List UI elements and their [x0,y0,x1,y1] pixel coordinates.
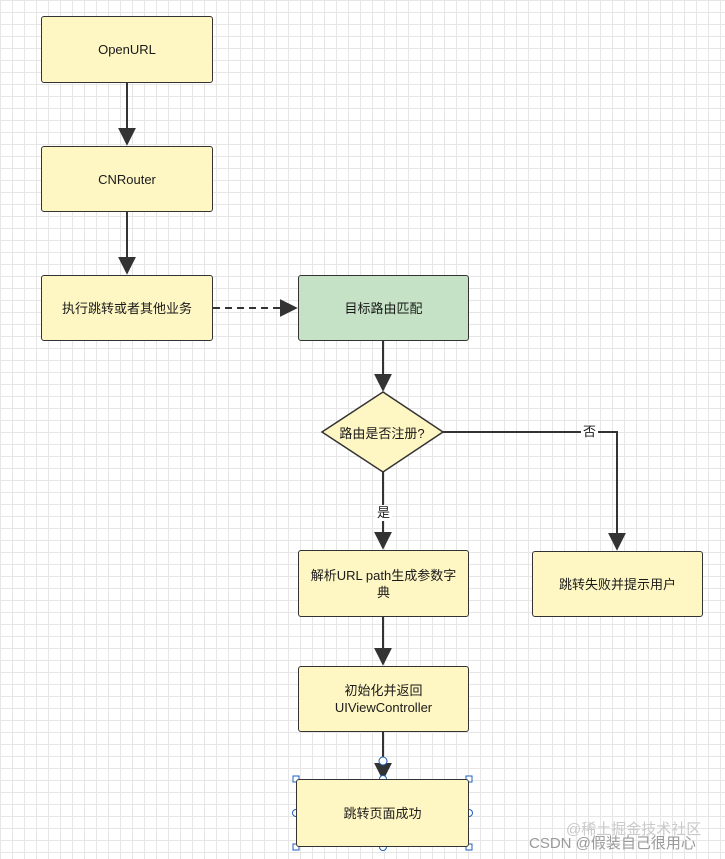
node-success-label: 跳转页面成功 [343,805,422,821]
node-cnrouter-label: CNRouter [98,171,156,187]
watermark-csdn: CSDN @假装自己很用心 [529,835,696,852]
decision-label: 路由是否注册? [339,425,425,441]
edge-label-yes: 是 [375,505,393,521]
node-cnrouter[interactable]: CNRouter [41,146,213,212]
edge-label-no: 否 [581,424,599,440]
edge-decision-fail [443,431,626,551]
node-success[interactable]: 跳转页面成功 [296,779,469,847]
watermark-juejin: @稀土掘金技术社区 [566,821,702,838]
node-fail[interactable]: 跳转失败并提示用户 [532,551,703,617]
node-parse-url-label: 解析URL path生成参数字典 [310,567,457,600]
node-init-vc-line1: 初始化并返回 [344,683,423,698]
node-parse-url[interactable]: 解析URL path生成参数字典 [298,550,469,617]
node-openurl[interactable]: OpenURL [41,16,213,83]
decision-diamond [320,391,445,473]
node-openurl-label: OpenURL [98,42,156,57]
node-init-vc-line2: UIViewController [334,700,433,715]
connector-handle [378,756,388,766]
node-fail-label: 跳转失败并提示用户 [558,576,676,592]
node-execute-label: 执行跳转或者其他业务 [61,300,192,316]
node-route-match[interactable]: 目标路由匹配 [298,275,469,341]
node-init-vc[interactable]: 初始化并返回 UIViewController [298,666,469,732]
node-route-match-label: 目标路由匹配 [344,300,423,316]
node-execute[interactable]: 执行跳转或者其他业务 [41,275,213,341]
